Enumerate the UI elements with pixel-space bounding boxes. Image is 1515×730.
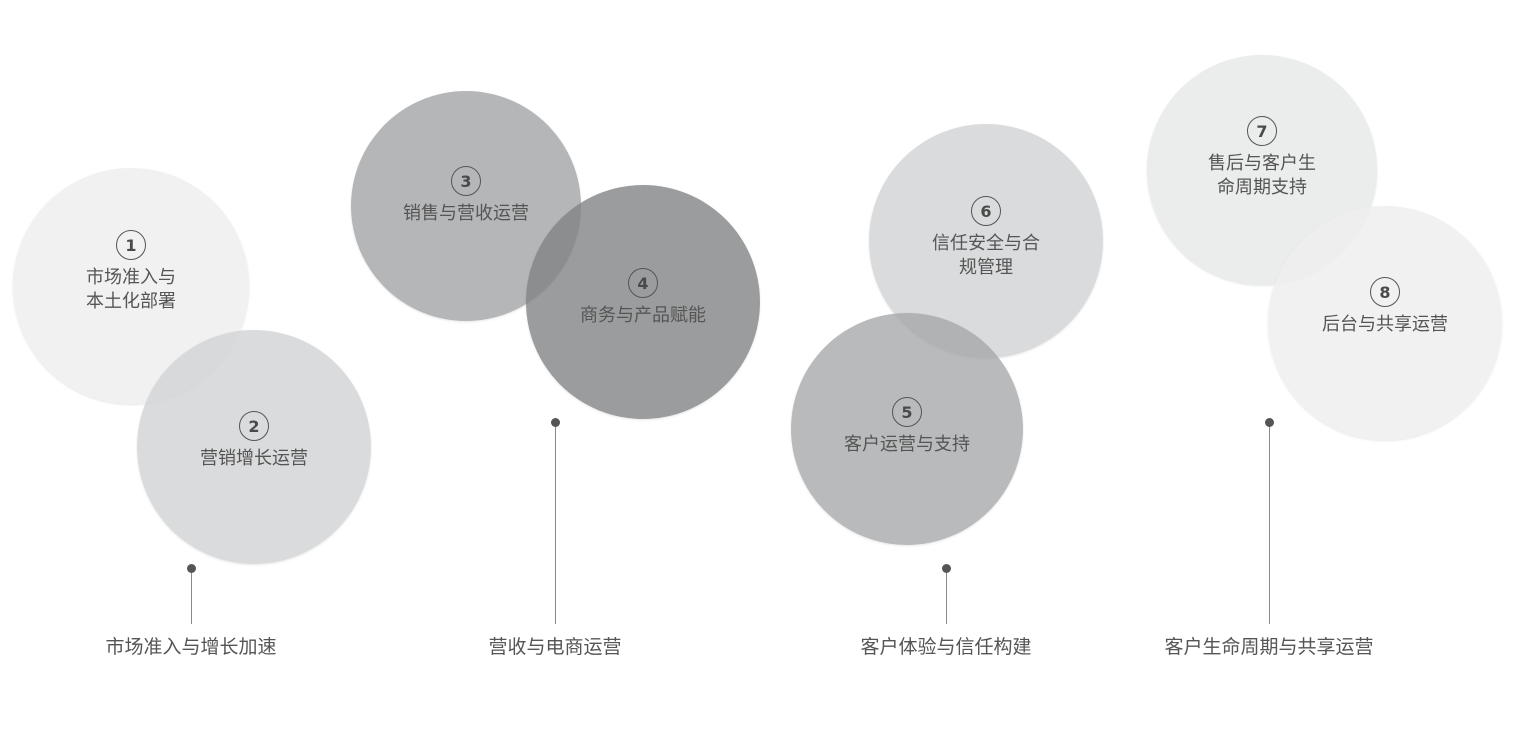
category-label-1: 市场准入与增长加速	[105, 636, 277, 658]
number-badge: 2	[239, 411, 269, 441]
connector-line-2	[555, 422, 556, 624]
bubble-title: 客户运营与支持	[844, 434, 970, 455]
bubble-title: 销售与营收运营	[403, 203, 529, 224]
category-label-2: 营收与电商运营	[488, 636, 622, 658]
bubble-title: 商务与产品赋能	[580, 305, 706, 326]
number-badge: 5	[892, 397, 922, 427]
connector-line-4	[1269, 422, 1270, 624]
bubble-title: 后台与共享运营	[1322, 314, 1448, 335]
number-badge: 7	[1247, 116, 1277, 146]
bubble-4: 4 商务与产品赋能	[526, 185, 760, 419]
bubble-title: 信任安全与合 规管理	[932, 233, 1040, 278]
bubble-8: 8 后台与共享运营	[1268, 206, 1502, 440]
connector-line-3	[946, 568, 947, 624]
category-label-4: 客户生命周期与共享运营	[1164, 636, 1374, 658]
number-badge: 3	[451, 166, 481, 196]
number-badge: 4	[628, 268, 658, 298]
bubble-1: 1 市场准入与 本土化部署	[13, 168, 249, 404]
bubble-title: 售后与客户生 命周期支持	[1208, 153, 1316, 198]
bubble-title: 市场准入与 本土化部署	[86, 267, 176, 312]
number-badge: 1	[116, 230, 146, 260]
connector-dot-1	[187, 564, 196, 573]
category-label-3: 客户体验与信任构建	[860, 636, 1032, 658]
number-badge: 6	[971, 196, 1001, 226]
connector-line-1	[191, 568, 192, 624]
connector-dot-2	[551, 418, 560, 427]
bubble-2: 2 营销增长运营	[137, 330, 371, 564]
number-badge: 8	[1370, 277, 1400, 307]
connector-dot-4	[1265, 418, 1274, 427]
bubble-5: 5 客户运营与支持	[791, 313, 1023, 545]
bubble-title: 营销增长运营	[200, 448, 308, 469]
connector-dot-3	[942, 564, 951, 573]
